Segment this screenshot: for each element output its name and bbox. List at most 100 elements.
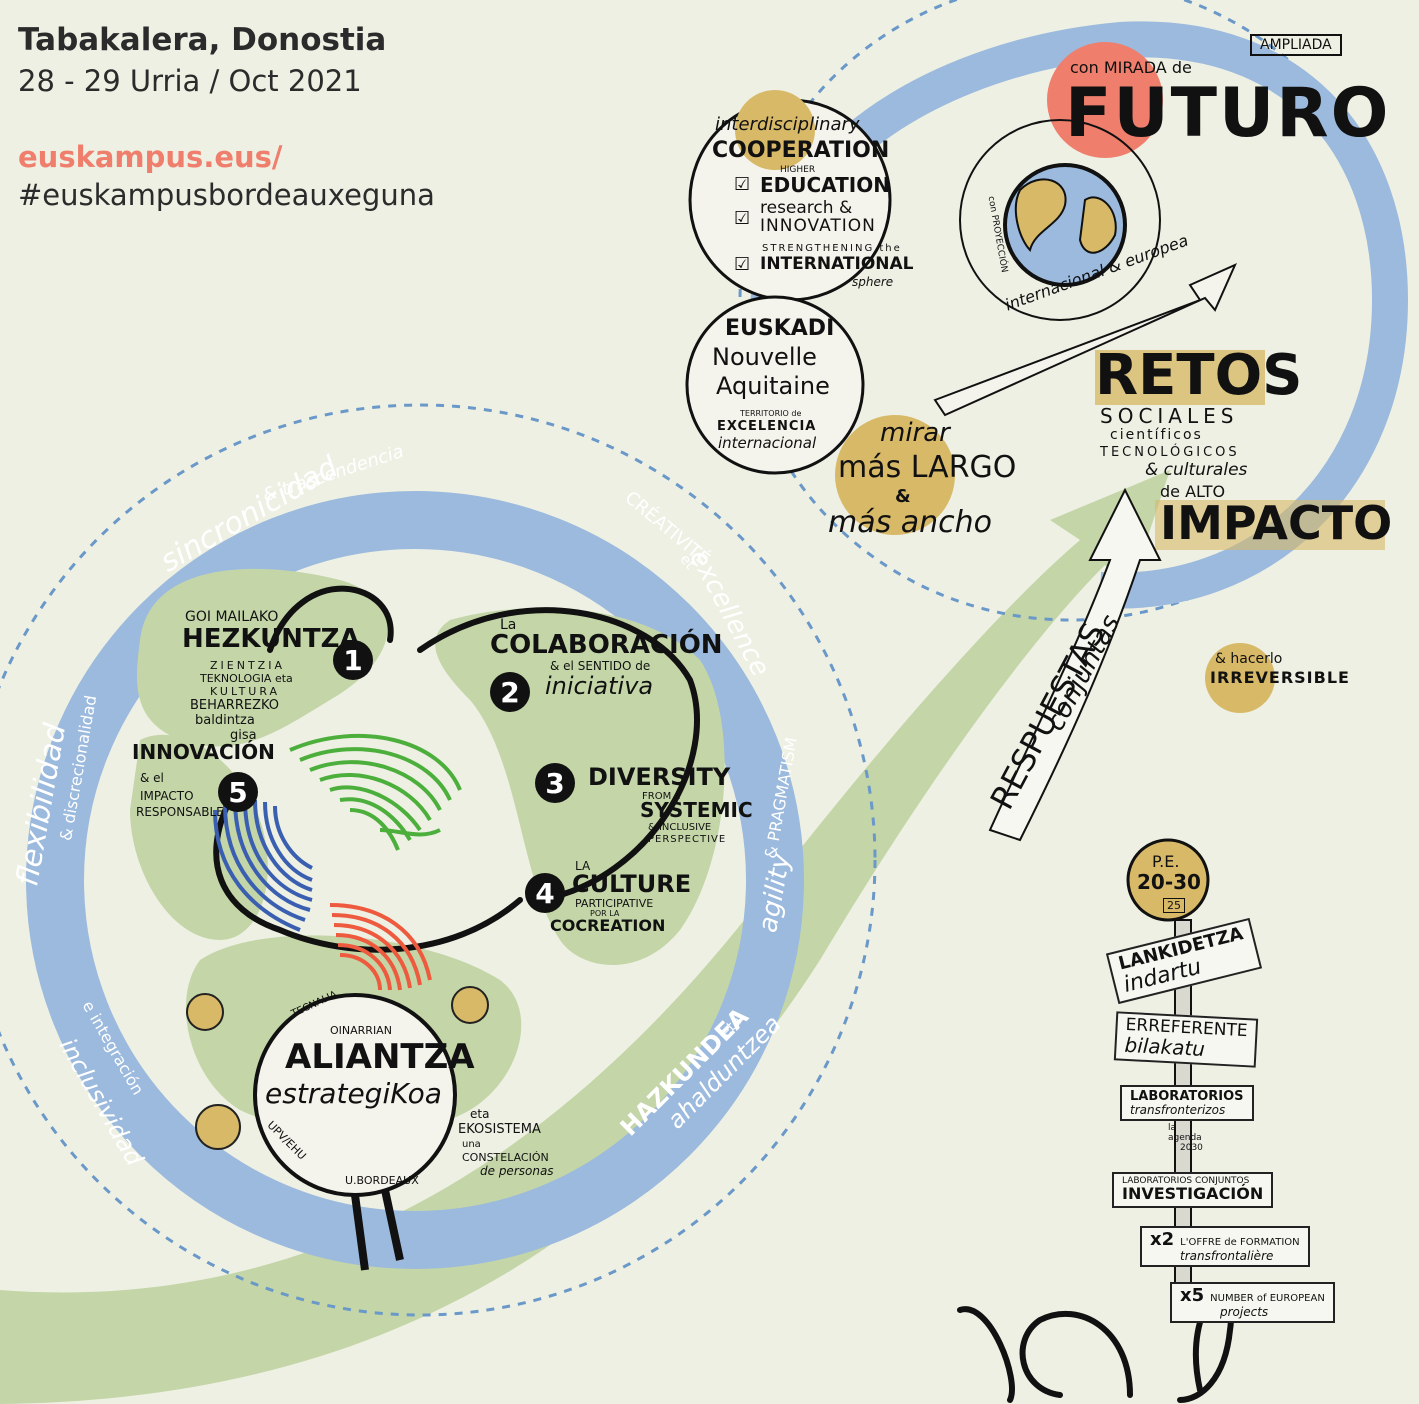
alliance-note: de personas <box>480 1164 554 1178</box>
left-blue-ring <box>26 491 804 1269</box>
impacto-highlight <box>1155 500 1385 550</box>
sign-prefix: x5 <box>1180 1285 1205 1306</box>
logo-blue <box>213 799 313 932</box>
left-dashed-orbit <box>0 403 877 1317</box>
look-line-3: & <box>895 486 911 507</box>
territory-sub-1: TERRITORIO de <box>740 409 802 418</box>
pillar-2-sub: iniciativa <box>545 672 654 700</box>
roadmap-sign: LABORATORIOS transfronterizos <box>1120 1085 1254 1122</box>
cooperation-item-small: STRENGTHENING the <box>762 243 902 254</box>
alliance-ribbon <box>351 1189 404 1271</box>
agenda-note: la <box>1168 1123 1177 1133</box>
retos-sub: de ALTO <box>1160 482 1226 501</box>
future-pre: con MIRADA de <box>1070 58 1192 77</box>
roadmap-pe: P.E. <box>1152 852 1180 871</box>
pillar-5-sub: IMPACTO <box>140 789 194 803</box>
look-gold <box>835 415 955 535</box>
sign-sub: transfronterizos <box>1130 1102 1226 1117</box>
cooperation-item: research & <box>760 198 853 218</box>
territory-line-1: EUSKADI <box>725 316 835 341</box>
event-dates: 28 - 29 Urria / Oct 2021 <box>18 64 362 98</box>
cooperation-item: INTERNATIONAL <box>760 254 914 274</box>
alliance-note: eta <box>470 1107 490 1121</box>
retos-title: RETOS <box>1095 343 1303 408</box>
roadmap-badge: 25 <box>1163 898 1185 913</box>
pillar-1-sub: gisa <box>230 728 257 743</box>
cooperation-item: INNOVATION <box>760 216 876 236</box>
future-tag: AMPLIADA <box>1250 34 1342 56</box>
cooperation-item: EDUCATION <box>760 173 890 197</box>
website-link[interactable]: euskampus.eus/ <box>18 140 283 174</box>
pillar-2-pre: La <box>500 617 517 633</box>
pillar-2-number: 2 <box>490 672 530 712</box>
cooperation-pre: interdisciplinary <box>715 114 860 135</box>
gold-dot <box>451 986 489 1024</box>
sign-sub: INVESTIGACIÓN <box>1122 1184 1264 1204</box>
logo-green <box>289 733 462 851</box>
pillar-5-sub: & el <box>140 771 164 785</box>
impacto-title: IMPACTO <box>1160 496 1393 550</box>
territory-line-3: Aquitaine <box>716 372 830 400</box>
pillar-5-title: INNOVACIÓN <box>132 740 275 764</box>
agenda-note: 2030 <box>1180 1143 1203 1153</box>
pillar-2-title: COLABORACIÓN <box>490 630 723 660</box>
alliance-note: EKOSISTEMA <box>458 1122 541 1137</box>
territory-sub-3: internacional <box>718 434 817 452</box>
roadmap-sign: LABORATORIOS CONJUNTOS INVESTIGACIÓN <box>1112 1172 1274 1209</box>
sign-main-text: L'OFFRE de FORMATION <box>1180 1237 1300 1248</box>
alliance-note: una <box>462 1139 481 1150</box>
sign-main: LABORATORIOS CONJUNTOS <box>1122 1176 1250 1186</box>
venue-title: Tabakalera, Donostia <box>18 22 387 58</box>
hashtag[interactable]: #euskampusbordeauxeguna <box>18 178 435 212</box>
pillar-1-sub: KULTURA <box>210 685 281 698</box>
territory-line-2: Nouvelle <box>712 343 817 371</box>
look-line-4: más ancho <box>828 505 993 540</box>
pillar-4-pre: LA <box>575 859 591 873</box>
cooperation-item-small: HIGHER <box>780 165 816 175</box>
retos-sub: científicos <box>1110 427 1203 443</box>
pillar-5-number: 5 <box>218 772 258 812</box>
checkbox-icon: ☑ <box>734 174 751 195</box>
alliance-tag-bottom: U.BORDEAUX <box>345 1174 419 1187</box>
sign-prefix: x2 <box>1150 1229 1175 1250</box>
cooperation-gold <box>735 90 815 170</box>
respuestas-arrow <box>988 487 1162 842</box>
pillar-1-sub: BEHARREZKO <box>190 698 280 713</box>
pillar-blob-1 <box>136 568 388 747</box>
retos-highlight <box>1095 350 1265 405</box>
gold-dot <box>186 993 224 1031</box>
pillar-1-number: 1 <box>333 640 373 680</box>
alliance-title-2: estrategiKoa <box>265 1077 442 1110</box>
pillar-3-sub: PERSPECTIVE <box>648 834 727 845</box>
future-title: FUTURO <box>1065 74 1391 153</box>
look-line-1: mirar <box>880 418 950 448</box>
agenda-note: agenda <box>1168 1133 1202 1143</box>
sign-main: LABORATORIOS <box>1130 1089 1244 1104</box>
globe-land <box>1014 178 1117 254</box>
pillar-1-title: HEZKUNTZA <box>182 624 360 654</box>
pillar-blob-3 <box>130 734 268 940</box>
pillar-4-number: 4 <box>525 873 565 913</box>
checkbox-icon: ☑ <box>734 254 751 275</box>
retos-sub: TECNOLÓGICOS <box>1100 445 1240 460</box>
pillar-2-sub: & el SENTIDO de <box>550 659 651 673</box>
pillar-1-pre: GOI MAILAKO <box>185 609 279 625</box>
pillar-3-sub: & INCLUSIVE <box>648 822 712 833</box>
alliance-note: CONSTELACIÓN <box>462 1151 549 1164</box>
pillar-3-sub: SYSTEMIC <box>640 798 753 822</box>
pillar-swirl <box>213 585 700 953</box>
alliance-pre: OINARRIAN <box>330 1024 392 1037</box>
territory-sub-2: EXCELENCIA <box>717 419 817 434</box>
alliance-title: ALIANTZA <box>285 1037 475 1077</box>
pillar-4-sub: PARTICIPATIVE <box>575 897 654 910</box>
pillar-3-title: DIVERSITY <box>588 763 731 791</box>
irreversible-note-2: IRREVERSIBLE <box>1210 668 1350 687</box>
irreversible-note-1: & hacerlo <box>1215 651 1283 667</box>
pillar-1-sub: baldintza <box>195 713 255 728</box>
retos-sub: SOCIALES <box>1100 404 1239 428</box>
gold-dot <box>195 1104 241 1150</box>
